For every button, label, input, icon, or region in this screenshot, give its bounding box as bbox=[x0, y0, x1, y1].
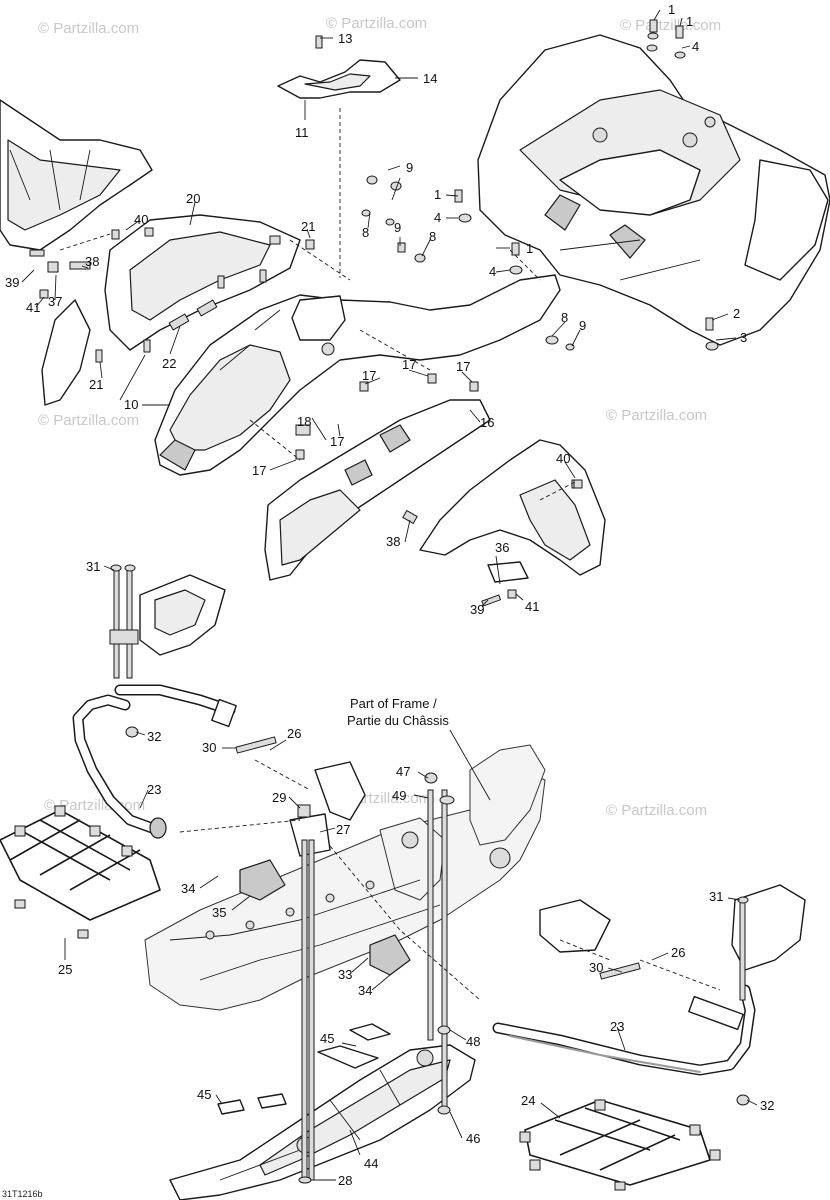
callout-8: 8 bbox=[561, 310, 568, 325]
callout-35: 35 bbox=[212, 905, 226, 920]
callout-26: 26 bbox=[671, 945, 685, 960]
callout-2: 2 bbox=[733, 306, 740, 321]
callout-41: 41 bbox=[525, 599, 539, 614]
frame-note-line1: Part of Frame / bbox=[350, 696, 437, 711]
callout-20: 20 bbox=[186, 191, 200, 206]
callout-44: 44 bbox=[364, 1156, 378, 1171]
footrest-supports bbox=[235, 736, 641, 980]
callout-45: 45 bbox=[320, 1031, 334, 1046]
callout-9: 9 bbox=[394, 220, 401, 235]
callout-47: 47 bbox=[396, 764, 410, 779]
callout-39: 39 bbox=[470, 602, 484, 617]
callout-29: 29 bbox=[272, 790, 286, 805]
callout-34: 34 bbox=[358, 983, 372, 998]
callout-37: 37 bbox=[48, 294, 62, 309]
frame-note-line2: Partie du Châssis bbox=[347, 713, 449, 728]
footrest-grid-right bbox=[519, 1099, 721, 1191]
front-bumper-tube-left bbox=[72, 684, 237, 839]
callout-32: 32 bbox=[147, 729, 161, 744]
callout-17: 17 bbox=[456, 359, 470, 374]
callout-3: 3 bbox=[740, 330, 747, 345]
watermark: © Partzilla.com bbox=[326, 15, 427, 32]
leader-lines-top bbox=[21, 9, 737, 607]
callout-18: 18 bbox=[297, 414, 311, 429]
callout-40: 40 bbox=[556, 451, 570, 466]
callout-49: 49 bbox=[392, 788, 406, 803]
callout-16: 16 bbox=[480, 415, 494, 430]
top-bracket bbox=[277, 35, 401, 99]
callout-17: 17 bbox=[330, 434, 344, 449]
inner-fender-left bbox=[41, 214, 301, 406]
callout-4: 4 bbox=[692, 39, 699, 54]
callout-23: 23 bbox=[610, 1019, 624, 1034]
callout-21: 21 bbox=[89, 377, 103, 392]
callout-9: 9 bbox=[406, 160, 413, 175]
callout-27: 27 bbox=[336, 822, 350, 837]
front-fender-left-shell bbox=[0, 99, 153, 251]
callout-38: 38 bbox=[85, 254, 99, 269]
callout-labels: 1 1 1 1 2 3 4 4 4 8 8 8 9 9 9 10 11 13 1… bbox=[5, 2, 774, 1188]
callout-1: 1 bbox=[668, 2, 675, 17]
callout-17: 17 bbox=[362, 368, 376, 383]
callout-41: 41 bbox=[26, 300, 40, 315]
callout-8: 8 bbox=[362, 225, 369, 240]
frame-note: Part of Frame / Partie du Châssis bbox=[347, 696, 491, 801]
watermark: © Partzilla.com bbox=[606, 407, 707, 424]
callout-34: 34 bbox=[181, 881, 195, 896]
callout-33: 33 bbox=[338, 967, 352, 982]
callout-30: 30 bbox=[202, 740, 216, 755]
rear-bumper-tube-right bbox=[492, 884, 806, 1076]
callout-10: 10 bbox=[124, 397, 138, 412]
callout-45: 45 bbox=[197, 1087, 211, 1102]
callout-1: 1 bbox=[526, 241, 533, 256]
watermark: © Partzilla.com bbox=[620, 17, 721, 34]
callout-24: 24 bbox=[521, 1093, 535, 1108]
footrest-grid-left bbox=[0, 805, 161, 939]
callout-38: 38 bbox=[386, 534, 400, 549]
drawing-code: 31T1216b bbox=[2, 1189, 43, 1199]
callout-48: 48 bbox=[466, 1034, 480, 1049]
leader-lines-bottom bbox=[64, 565, 758, 1181]
callout-8: 8 bbox=[429, 229, 436, 244]
rear-mud-flap bbox=[419, 439, 606, 583]
tow-mount-plate-left bbox=[109, 564, 226, 679]
callout-1: 1 bbox=[686, 14, 693, 29]
callout-11: 11 bbox=[295, 125, 309, 140]
callout-28: 28 bbox=[338, 1173, 352, 1188]
callout-31: 31 bbox=[709, 889, 723, 904]
callout-17: 17 bbox=[252, 463, 266, 478]
skid-plate bbox=[169, 1023, 476, 1200]
inner-side-panel bbox=[264, 399, 491, 581]
callout-14: 14 bbox=[423, 71, 437, 86]
callout-46: 46 bbox=[466, 1131, 480, 1146]
callout-9: 9 bbox=[579, 318, 586, 333]
front-body-panel bbox=[477, 34, 830, 346]
callout-36: 36 bbox=[495, 540, 509, 555]
callout-31: 31 bbox=[86, 559, 100, 574]
callout-17: 17 bbox=[402, 357, 416, 372]
callout-23: 23 bbox=[147, 782, 161, 797]
watermark: © Partzilla.com bbox=[38, 20, 139, 37]
callout-40: 40 bbox=[134, 212, 148, 227]
callout-22: 22 bbox=[162, 356, 176, 371]
callout-32: 32 bbox=[760, 1098, 774, 1113]
watermark: © Partzilla.com bbox=[38, 412, 139, 429]
callout-21: 21 bbox=[301, 219, 315, 234]
callout-26: 26 bbox=[287, 726, 301, 741]
watermark: © Partzilla.com bbox=[606, 802, 707, 819]
callout-4: 4 bbox=[434, 210, 441, 225]
callout-39: 39 bbox=[5, 275, 19, 290]
callout-1: 1 bbox=[434, 187, 441, 202]
callout-25: 25 bbox=[58, 962, 72, 977]
fasteners-bottom bbox=[125, 726, 750, 1184]
callout-30: 30 bbox=[589, 960, 603, 975]
callout-4: 4 bbox=[489, 264, 496, 279]
callout-13: 13 bbox=[338, 31, 352, 46]
